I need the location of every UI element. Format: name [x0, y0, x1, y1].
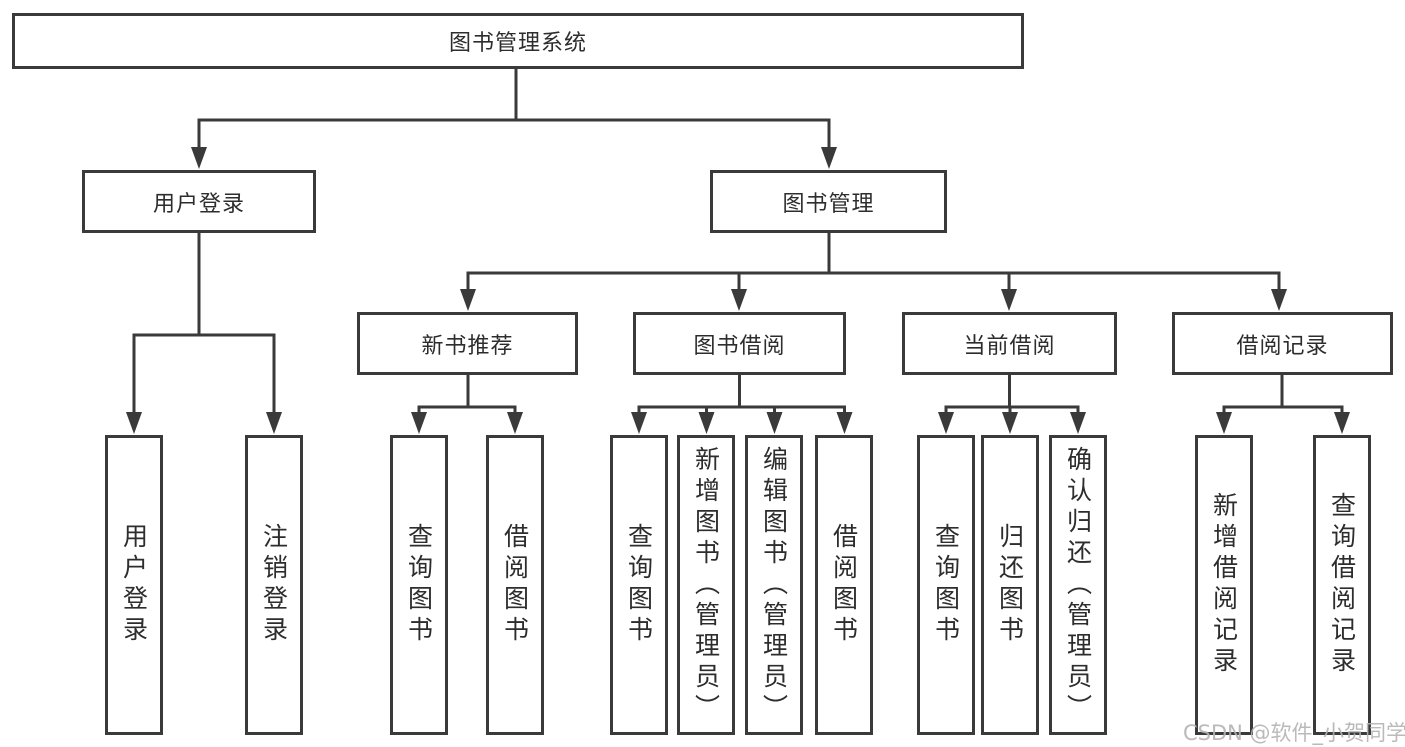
leaf-query-borrow-record: 查询借阅记录 [1313, 435, 1371, 735]
node-new-book-recommend: 新书推荐 [357, 312, 578, 375]
node-book-borrow-label: 图书借阅 [693, 333, 786, 359]
connector-borrow-records-children [1216, 375, 1350, 434]
leaf-user-login-label: 用户登录 [119, 523, 149, 647]
connector-book-borrow-children [631, 375, 853, 434]
leaf-confirm-return-admin-label: 确认归还（管理员） [1063, 445, 1093, 725]
node-user-login: 用户登录 [82, 170, 316, 233]
leaf-add-borrow-record-label: 新增借阅记录 [1209, 492, 1239, 678]
leaf-edit-book-admin-label: 编辑图书（管理员） [759, 445, 789, 725]
watermark: CSDN @软件_小贺同学 [1183, 721, 1405, 745]
connector-root-to-level2 [191, 69, 837, 169]
leaf-borrow-books-recommend: 借阅图书 [486, 435, 544, 735]
node-borrow-records-label: 借阅记录 [1236, 333, 1329, 359]
leaf-logout: 注销登录 [245, 435, 303, 735]
connector-current-borrow-children [938, 375, 1086, 434]
node-current-borrow-label: 当前借阅 [963, 333, 1056, 359]
node-library-system: 图书管理系统 [12, 13, 1024, 69]
node-user-login-label: 用户登录 [152, 191, 245, 217]
leaf-add-book-admin: 新增图书（管理员） [677, 435, 735, 735]
connector-book-management-children [460, 233, 1287, 311]
leaf-query-books-current-label: 查询图书 [931, 523, 961, 647]
leaf-return-book: 归还图书 [981, 435, 1039, 735]
node-book-management-label: 图书管理 [782, 191, 875, 217]
leaf-add-borrow-record: 新增借阅记录 [1195, 435, 1253, 735]
leaf-borrow-books-borrow: 借阅图书 [815, 435, 873, 735]
leaf-user-login: 用户登录 [105, 435, 163, 735]
leaf-query-books-borrow: 查询图书 [610, 435, 668, 735]
leaf-add-book-admin-label: 新增图书（管理员） [691, 445, 721, 725]
node-borrow-records: 借阅记录 [1172, 312, 1393, 375]
node-library-system-label: 图书管理系统 [448, 31, 587, 56]
leaf-logout-label: 注销登录 [259, 523, 289, 647]
node-book-management: 图书管理 [710, 170, 947, 233]
connector-new-book-recommend-children [411, 375, 523, 434]
node-current-borrow: 当前借阅 [902, 312, 1117, 375]
leaf-edit-book-admin: 编辑图书（管理员） [745, 435, 803, 735]
leaf-borrow-books-borrow-label: 借阅图书 [829, 523, 859, 647]
leaf-query-books-current: 查询图书 [917, 435, 975, 735]
leaf-query-books-recommend: 查询图书 [390, 435, 448, 735]
leaf-borrow-books-recommend-label: 借阅图书 [500, 523, 530, 647]
node-book-borrow: 图书借阅 [633, 312, 846, 375]
leaf-return-book-label: 归还图书 [995, 523, 1025, 647]
connector-user-login-children [126, 233, 282, 434]
leaf-confirm-return-admin: 确认归还（管理员） [1049, 435, 1107, 735]
leaf-query-borrow-record-label: 查询借阅记录 [1327, 492, 1357, 678]
node-new-book-recommend-label: 新书推荐 [421, 333, 514, 359]
leaf-query-books-borrow-label: 查询图书 [624, 523, 654, 647]
leaf-query-books-recommend-label: 查询图书 [404, 523, 434, 647]
